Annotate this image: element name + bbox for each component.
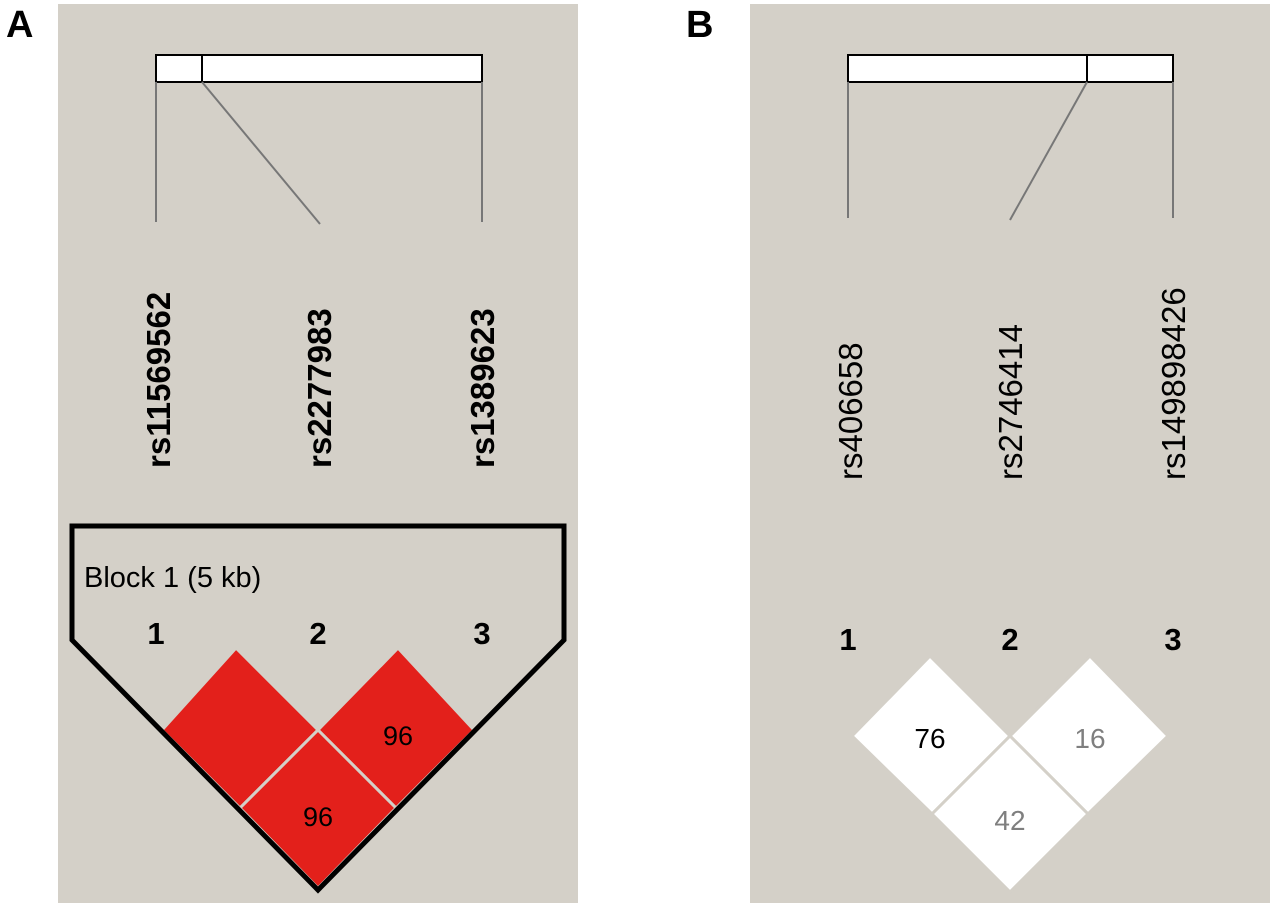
panel-a-gene-bar — [155, 54, 483, 83]
panel-a-snp2-connector — [201, 81, 321, 225]
panel-b-ld-value-1-2: 76 — [914, 723, 945, 754]
panel-a-ld-value-2-3: 96 — [383, 721, 413, 751]
panel-b-index-1: 1 — [839, 622, 856, 657]
panel-b-ld-cell-1-3 — [929, 733, 1091, 895]
panel-a-snp-label-1: rs11569562 — [140, 292, 177, 468]
panel-b-letter: B — [686, 4, 714, 46]
panel-a-snp-label-3: rs1389623 — [464, 308, 501, 468]
panel-b-index-2: 2 — [1001, 622, 1018, 657]
panel-b-gene-bar — [847, 54, 1174, 83]
panel-b-index-3: 3 — [1164, 622, 1181, 657]
panel-a-ld-plot: rs11569562 rs2277983 rs1389623 96 96 Blo… — [58, 4, 578, 903]
panel-b-snp-label-1: rs406658 — [832, 342, 869, 480]
panel-a-index-2: 2 — [309, 616, 326, 651]
panel-a-snp-label-2: rs2277983 — [301, 308, 338, 468]
panel-a-index-1: 1 — [147, 616, 164, 651]
panel-b-ld-value-2-3: 16 — [1074, 723, 1105, 754]
panel-b-ld-plot: rs406658 rs2746414 rs149898426 1 2 3 76 … — [750, 4, 1270, 903]
panel-a-block-label: Block 1 (5 kb) — [84, 562, 261, 594]
panel-b-snp-label-2: rs2746414 — [992, 324, 1029, 480]
panel-a-index-3: 3 — [473, 616, 490, 651]
panel-a-block-outline — [69, 523, 567, 894]
panel-b-snp-label-3: rs149898426 — [1155, 287, 1192, 480]
panel-b-snp2-connector — [1009, 81, 1088, 221]
panel-b-ld-value-1-3: 42 — [994, 805, 1025, 836]
panel-a-letter: A — [6, 4, 34, 46]
panel-a-ld-value-1-3: 96 — [303, 802, 333, 832]
